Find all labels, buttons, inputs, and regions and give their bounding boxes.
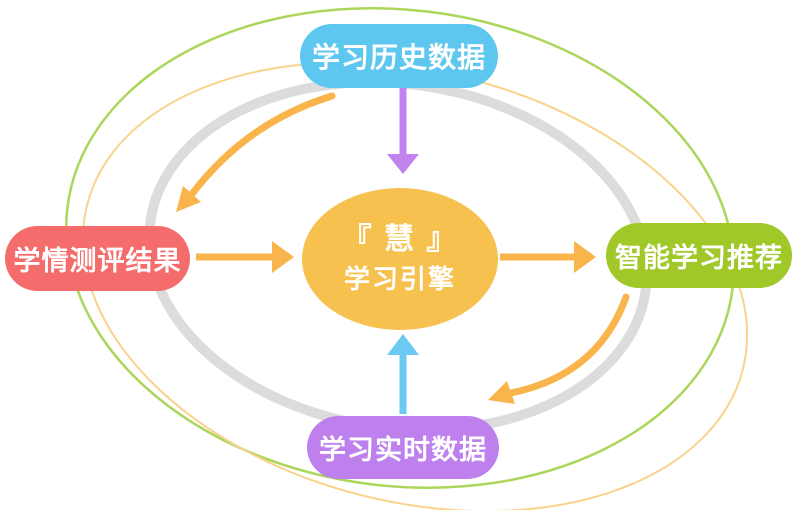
node-realtime-data: 学习实时数据 xyxy=(307,416,499,479)
curved-arrow-right-to-bottom-head-icon xyxy=(488,381,515,404)
arrow-top-to-center-head-icon xyxy=(387,154,419,174)
arrow-left-to-center-head-icon xyxy=(272,241,294,273)
node-realtime-data-label: 学习实时数据 xyxy=(319,435,487,465)
curved-arrow-right-to-bottom xyxy=(507,293,630,397)
node-assessment-results: 学情测评结果 xyxy=(5,226,190,291)
arrow-center-to-right-head-icon xyxy=(574,241,596,273)
node-assessment-results-label: 学情测评结果 xyxy=(13,246,182,276)
node-learning-history-data-label: 学习历史数据 xyxy=(311,42,486,73)
node-smart-recommendation: 智能学习推荐 xyxy=(606,223,792,288)
engine-subtitle: 学习引擎 xyxy=(343,264,456,295)
engine-title: 『 慧 』 xyxy=(341,223,459,257)
node-smart-recommendation-label: 智能学习推荐 xyxy=(615,243,783,273)
arrow-bottom-to-center-head-icon xyxy=(387,334,419,355)
curved-arrow-top-to-left-head-icon xyxy=(176,186,201,212)
node-hui-learning-engine: 『 慧 』 学习引擎 xyxy=(302,188,498,330)
node-learning-history-data: 学习历史数据 xyxy=(300,24,498,88)
curved-arrow-top-to-left xyxy=(188,92,336,198)
